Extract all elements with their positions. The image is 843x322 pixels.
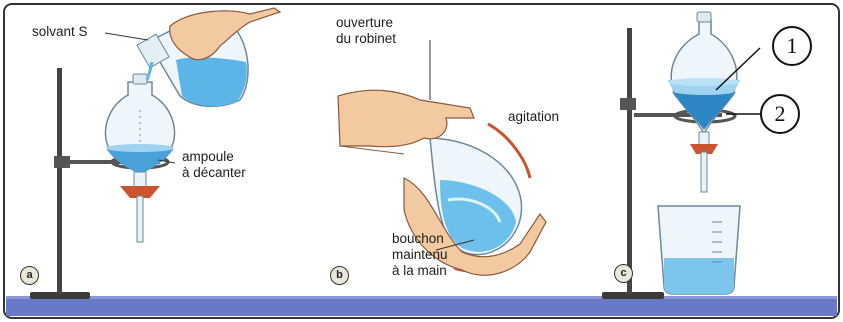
stand-rod-a	[57, 68, 62, 294]
lab-bench	[6, 298, 837, 316]
beaker-liquid-c	[664, 258, 734, 294]
label-solvant-s: solvant S	[32, 25, 88, 39]
label-agitation: agitation	[508, 110, 559, 124]
label-ouverture-line1: ouverture	[336, 16, 393, 30]
clamp-a	[54, 156, 70, 168]
clamp-c	[620, 98, 636, 110]
panel-letter-a: a	[20, 266, 39, 285]
label-ouverture-line2: du robinet	[336, 32, 396, 46]
panel-letter-b: b	[330, 266, 349, 285]
label-ampoule-line1: ampoule	[182, 150, 234, 164]
stand-rod-c	[627, 28, 632, 294]
label-ampoule-line2: à décanter	[182, 166, 246, 180]
panel-letter-c: c	[614, 264, 633, 283]
stand-base-c	[602, 292, 664, 299]
marker-1: 1	[772, 26, 812, 66]
label-bouchon-line1: bouchon	[392, 232, 444, 246]
marker-2: 2	[760, 94, 800, 134]
label-bouchon-line3: à la main	[392, 264, 447, 278]
label-bouchon-line2: maintenu	[392, 248, 448, 262]
